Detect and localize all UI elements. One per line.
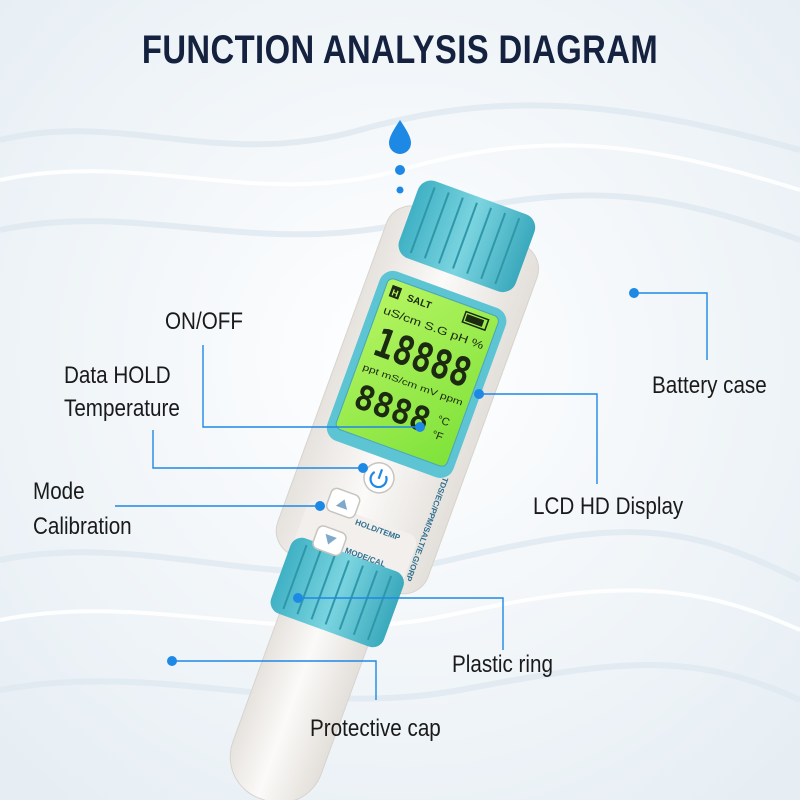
label-data-hold: Data HOLD bbox=[64, 362, 171, 389]
arrow-down-icon bbox=[325, 533, 337, 545]
label-battery-case: Battery case bbox=[652, 372, 767, 399]
page-title: FUNCTION ANALYSIS DIAGRAM bbox=[141, 28, 659, 72]
svg-text:°F: °F bbox=[430, 429, 445, 444]
hold-temp-button[interactable] bbox=[325, 487, 361, 520]
battery-level-icon bbox=[461, 310, 490, 332]
mode-cal-button[interactable] bbox=[311, 524, 347, 557]
water-drop-icon bbox=[389, 120, 411, 194]
label-temperature: Temperature bbox=[64, 395, 180, 422]
label-on-off: ON/OFF bbox=[165, 308, 243, 335]
callout-lines bbox=[115, 292, 708, 700]
power-icon bbox=[369, 468, 388, 489]
svg-text:H: H bbox=[390, 287, 400, 299]
plastic-ring bbox=[270, 537, 404, 648]
meter-device: H SALT uS/cm S.G pH % 18888 ppt mS/cm mV… bbox=[229, 180, 539, 800]
label-protective-cap: Protective cap bbox=[310, 715, 441, 742]
label-plastic-ring: Plastic ring bbox=[452, 651, 553, 678]
svg-text:°C: °C bbox=[435, 414, 451, 430]
lcd-display: H SALT uS/cm S.G pH % 18888 ppt mS/cm mV… bbox=[335, 278, 499, 467]
label-lcd-display: LCD HD Display bbox=[533, 493, 684, 520]
battery-case bbox=[398, 180, 536, 293]
label-calibration: Calibration bbox=[33, 513, 132, 540]
callout-dots bbox=[167, 288, 639, 666]
label-mode: Mode bbox=[33, 478, 85, 505]
power-button[interactable] bbox=[360, 459, 398, 497]
arrow-up-icon bbox=[335, 499, 348, 510]
